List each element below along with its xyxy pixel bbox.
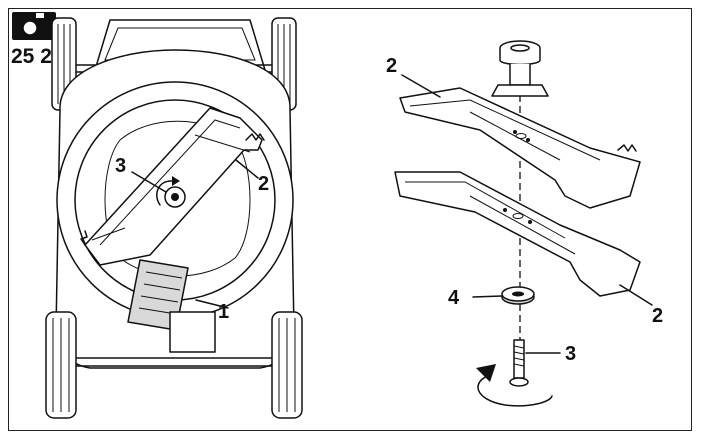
label-right-blade-bottom: 2	[652, 305, 663, 327]
upper-blade	[399, 87, 641, 209]
front-wheels	[45, 311, 303, 419]
mower-underside	[45, 17, 303, 419]
label-left-handle: 1	[218, 301, 229, 323]
label-left-blade: 2	[258, 173, 269, 195]
washer	[501, 286, 535, 305]
blade-hub	[491, 40, 549, 97]
label-right-blade-top: 2	[386, 55, 397, 77]
label-right-washer: 4	[448, 287, 460, 309]
label-left-screw: 3	[115, 155, 126, 177]
bolt	[509, 339, 529, 387]
exploded-view	[394, 40, 653, 407]
lower-blade	[394, 171, 641, 297]
page-reference-text: 25 26	[11, 45, 64, 68]
label-right-screw: 3	[565, 343, 576, 365]
